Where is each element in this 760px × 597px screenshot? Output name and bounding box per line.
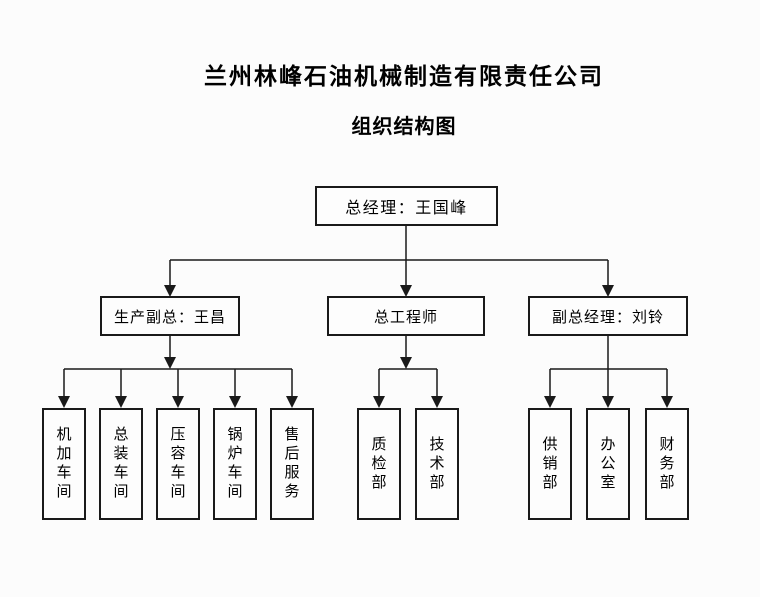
org-node-label: 财务部 (659, 436, 675, 491)
org-node-deputy-general-manager: 副总经理：刘铃 (528, 296, 688, 336)
org-node-label: 锅炉车间 (227, 427, 243, 500)
connector-branch-deputy (544, 336, 673, 408)
org-node-production-deputy: 生产副总：王昌 (100, 296, 240, 336)
org-node-dept-boiler: 锅炉车间 (213, 408, 257, 520)
org-node-label: 总工程师 (373, 309, 438, 326)
chart-title: 组织结构图 (351, 116, 457, 138)
org-node-label: 总经理：王国峰 (345, 200, 468, 217)
org-node-label: 机加车间 (56, 427, 72, 500)
org-node-dept-assembly: 总装车间 (99, 408, 143, 520)
org-node-dept-finance: 财务部 (645, 408, 689, 520)
org-node-dept-after-sales: 售后服务 (270, 408, 314, 520)
org-node-label: 生产副总：王昌 (113, 309, 226, 326)
org-node-label: 技术部 (429, 436, 445, 491)
org-node-dept-supply-sales: 供销部 (528, 408, 572, 520)
org-node-dept-quality: 质检部 (357, 408, 401, 520)
company-title: 兰州林峰石油机械制造有限责任公司 (204, 64, 604, 89)
org-node-label: 质检部 (371, 436, 387, 491)
org-node-dept-machining: 机加车间 (42, 408, 86, 520)
org-node-label: 总装车间 (113, 427, 129, 500)
connector-branch-engineer (373, 336, 443, 408)
org-node-dept-technology: 技术部 (415, 408, 459, 520)
org-node-dept-pressure-vessel: 压容车间 (156, 408, 200, 520)
connector-branch-production (58, 336, 298, 408)
connector-level1 (164, 226, 614, 297)
org-node-dept-office: 办公室 (586, 408, 630, 520)
org-node-label: 供销部 (542, 436, 558, 491)
org-node-label: 办公室 (600, 436, 616, 491)
org-node-label: 售后服务 (284, 427, 300, 500)
org-node-chief-engineer: 总工程师 (327, 296, 485, 336)
org-node-label: 压容车间 (170, 427, 186, 500)
org-node-general-manager: 总经理：王国峰 (315, 186, 498, 226)
org-node-label: 副总经理：刘铃 (551, 309, 664, 326)
